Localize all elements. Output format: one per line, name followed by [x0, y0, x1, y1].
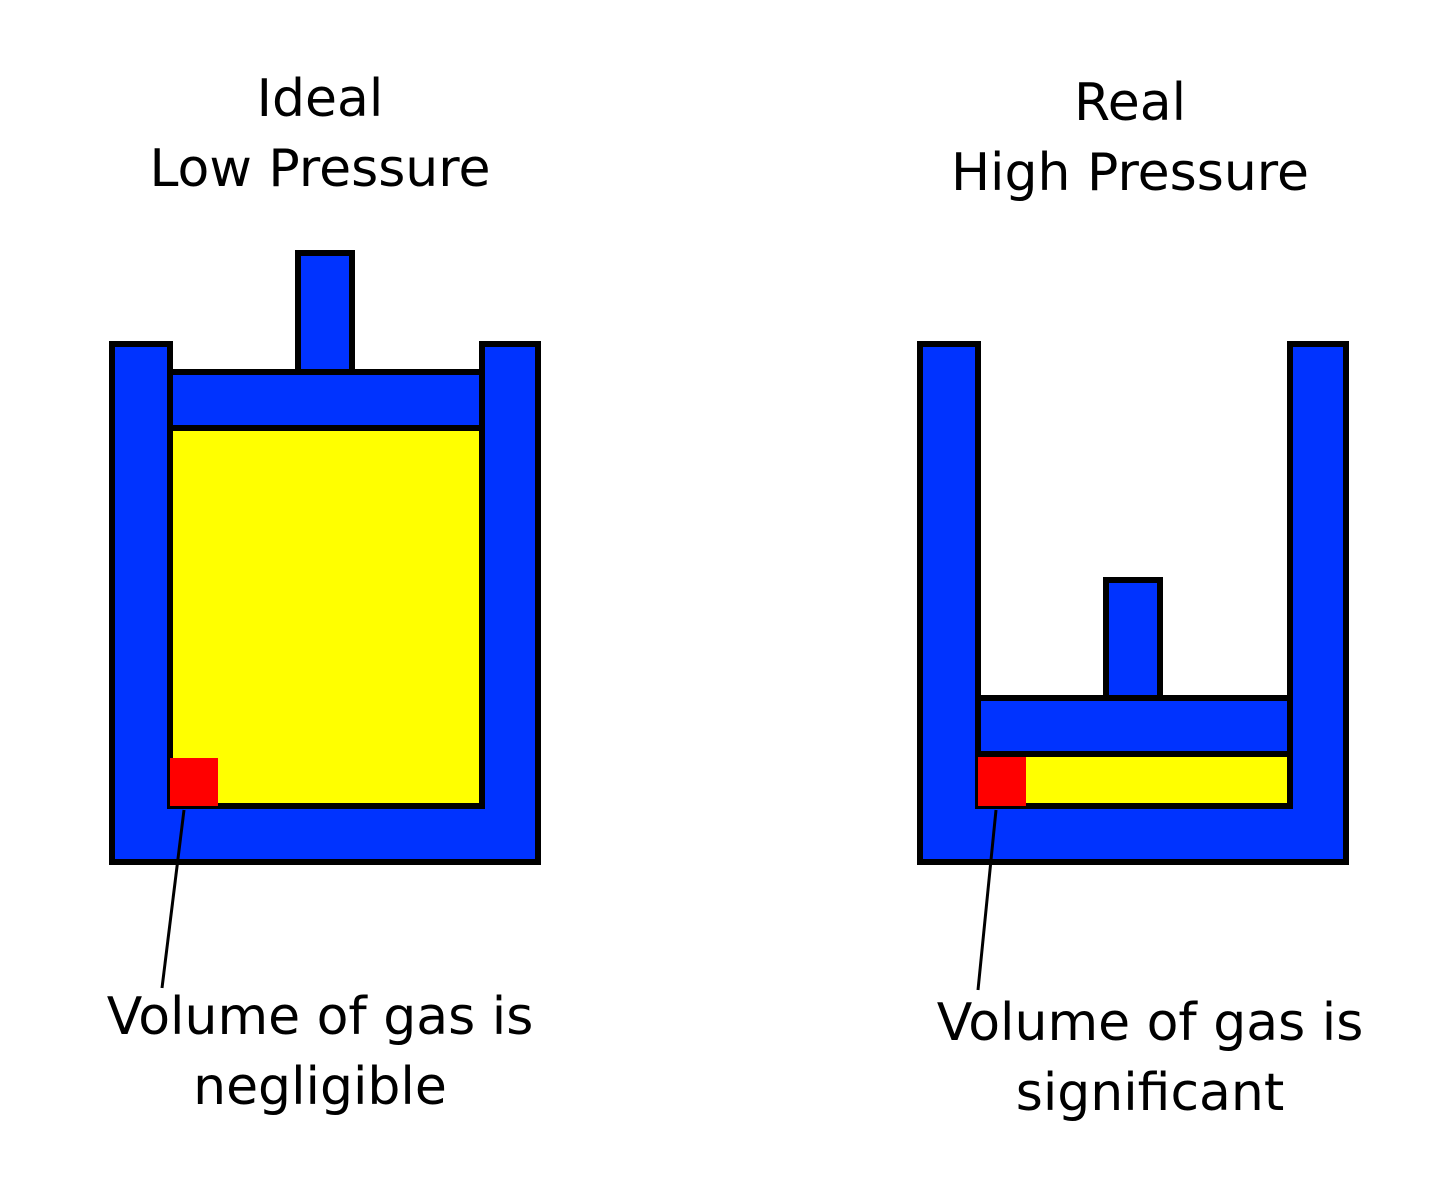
real-piston-plate — [975, 695, 1293, 757]
ideal-cylinder — [109, 250, 541, 989]
real-gas-molecule — [978, 754, 1026, 806]
real-caption-line2: significant — [1015, 1063, 1285, 1123]
real-cylinder — [917, 341, 1349, 991]
real-piston-rod — [1103, 577, 1163, 701]
ideal-caption: Volume of gas is negligible — [80, 982, 560, 1122]
real-title-line1: Real — [1073, 73, 1187, 133]
ideal-gas-molecule — [170, 758, 218, 806]
ideal-title-line1: Ideal — [256, 69, 384, 129]
real-caption-line1: Volume of gas is — [936, 993, 1364, 1053]
ideal-caption-line1: Volume of gas is — [106, 987, 534, 1047]
ideal-pointer-line — [160, 809, 186, 989]
ideal-caption-line2: negligible — [193, 1057, 447, 1117]
real-title-line2: High Pressure — [950, 143, 1310, 203]
ideal-title-line2: Low Pressure — [149, 139, 491, 199]
real-title: Real High Pressure — [890, 68, 1370, 208]
ideal-piston-plate — [167, 369, 485, 431]
ideal-piston-rod — [295, 250, 355, 375]
ideal-gas-region — [167, 425, 485, 809]
ideal-title: Ideal Low Pressure — [80, 64, 560, 204]
real-pointer-line — [976, 809, 998, 991]
real-caption: Volume of gas is significant — [900, 988, 1400, 1128]
real-cylinder-wall — [917, 341, 1349, 865]
